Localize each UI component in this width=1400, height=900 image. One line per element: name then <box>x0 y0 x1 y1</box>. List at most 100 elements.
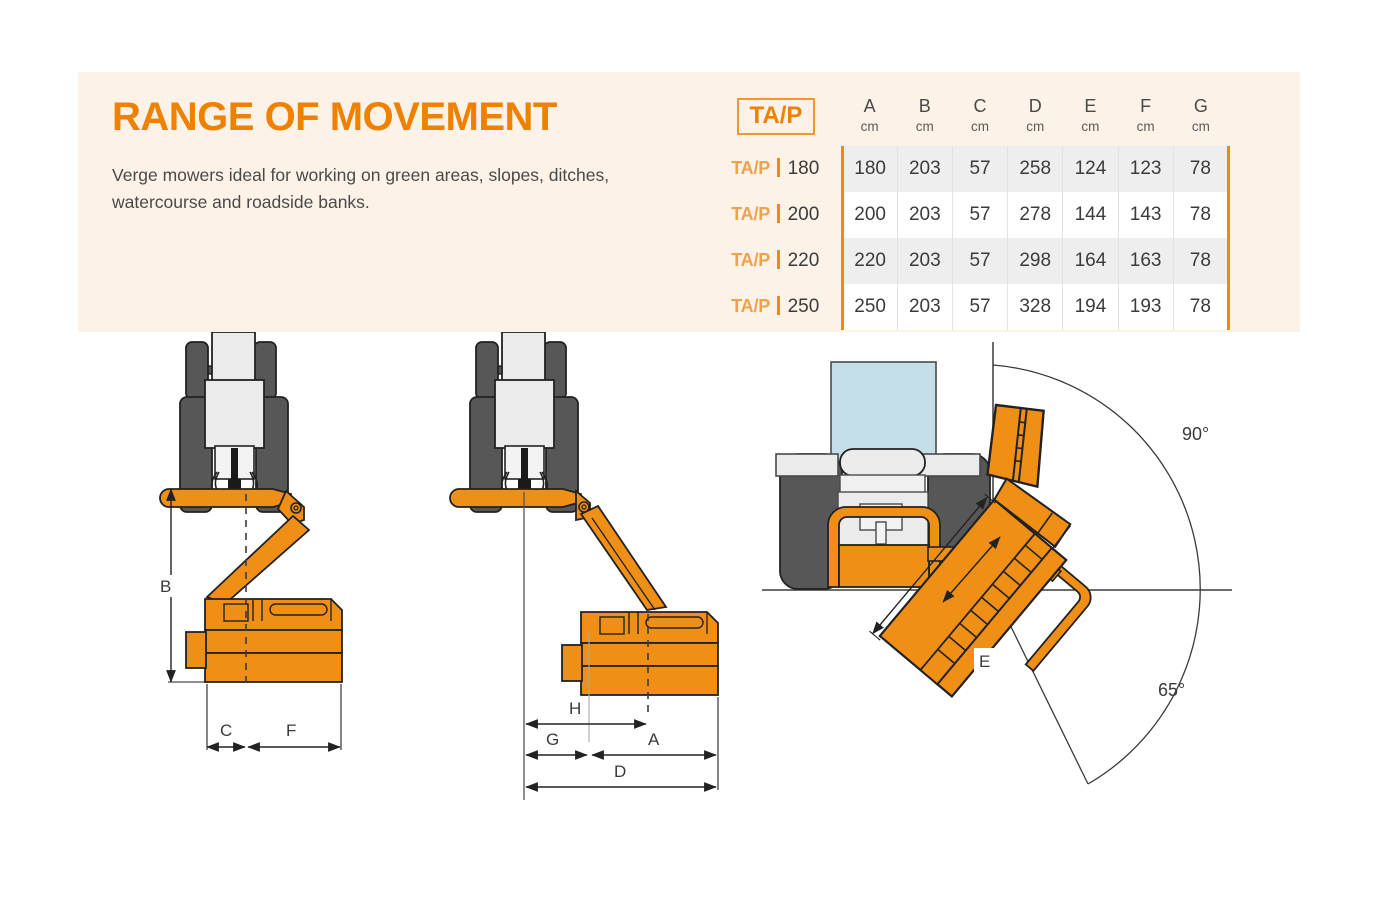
table-row: TA/P 180 180 203 57 258 124 123 78 <box>710 146 1231 192</box>
dimension-label-h: H <box>569 699 581 718</box>
page-title: RANGE OF MOVEMENT <box>112 95 557 139</box>
model-size: 180 <box>787 158 820 179</box>
dimension-label-g: G <box>546 730 559 749</box>
column-header-f: F cm <box>1118 86 1173 146</box>
cell-e: 144 <box>1062 192 1119 238</box>
cell-g: 78 <box>1172 192 1231 238</box>
specifications-table: TA/P A cm B cm C cm D <box>710 86 1231 330</box>
tractor-front-view <box>179 332 289 513</box>
column-letter: D <box>1028 96 1042 117</box>
cell-c: 57 <box>951 238 1008 284</box>
dimension-f: F <box>247 684 342 752</box>
cell-b: 203 <box>896 238 953 284</box>
model-size: 220 <box>787 250 820 271</box>
cell-e: 164 <box>1062 238 1119 284</box>
mower-deck <box>185 598 343 683</box>
column-unit: cm <box>1191 118 1210 134</box>
dimension-d: D <box>525 761 717 792</box>
cell-a: 220 <box>840 238 898 284</box>
column-unit: cm <box>915 118 934 134</box>
dimension-g: G <box>525 729 588 760</box>
cell-d: 278 <box>1007 192 1063 238</box>
column-letter: F <box>1140 96 1152 117</box>
column-letter: A <box>863 96 876 117</box>
row-model-label: TA/P 220 <box>710 238 842 284</box>
column-header-d: D cm <box>1008 86 1063 146</box>
dimension-label-a: A <box>648 730 660 749</box>
table-header-row: TA/P A cm B cm C cm D <box>710 86 1229 146</box>
page-subtitle: Verge mowers ideal for working on green … <box>112 165 610 213</box>
column-unit: cm <box>1136 118 1155 134</box>
cell-g: 78 <box>1172 146 1231 192</box>
column-letter: C <box>973 96 987 117</box>
cell-b: 203 <box>896 284 953 330</box>
model-badge-cell: TA/P <box>710 86 842 146</box>
title-block: RANGE OF MOVEMENT Verge mowers ideal for… <box>112 96 692 216</box>
cell-c: 57 <box>951 146 1008 192</box>
row-model-label: TA/P 250 <box>710 284 842 330</box>
cell-e: 124 <box>1062 146 1119 192</box>
model-separator <box>777 250 780 269</box>
dimension-label-f: F <box>286 721 296 740</box>
tractor-front-view-2 <box>469 332 579 513</box>
cell-b: 203 <box>896 146 953 192</box>
dimension-label-e: E <box>979 652 990 671</box>
angle-label-65: 65° <box>1158 680 1185 700</box>
angle-label-90: 90° <box>1182 424 1209 444</box>
dimension-label-c: C <box>220 721 232 740</box>
model-prefix: TA/P <box>731 204 771 224</box>
dimension-c: C <box>206 684 246 752</box>
cell-d: 258 <box>1007 146 1063 192</box>
cell-g: 78 <box>1172 284 1231 330</box>
header-panel: RANGE OF MOVEMENT Verge mowers ideal for… <box>78 72 1300 332</box>
column-letter: B <box>918 96 931 117</box>
flail-upright <box>986 403 1045 489</box>
model-prefix: TA/P <box>731 250 771 270</box>
dimension-h: H <box>525 698 647 729</box>
cell-f: 193 <box>1117 284 1174 330</box>
cell-b: 203 <box>896 192 953 238</box>
column-header-a: A cm <box>842 86 897 146</box>
cell-f: 123 <box>1117 146 1174 192</box>
model-prefix: TA/P <box>731 296 771 316</box>
diagram-area: B C F <box>0 332 1400 900</box>
mower-deck-2 <box>561 611 719 696</box>
mower-folded <box>159 488 343 683</box>
column-header-e: E cm <box>1063 86 1118 146</box>
column-unit: cm <box>860 118 879 134</box>
model-prefix: TA/P <box>731 158 771 178</box>
dimension-e: E <box>869 493 1001 672</box>
column-unit: cm <box>1081 118 1100 134</box>
column-header-b: B cm <box>897 86 952 146</box>
model-badge: TA/P <box>736 97 816 135</box>
cell-a: 250 <box>840 284 898 330</box>
cell-d: 298 <box>1007 238 1063 284</box>
column-header-c: C cm <box>952 86 1007 146</box>
model-size: 250 <box>787 296 820 317</box>
mower-extended <box>449 488 719 696</box>
model-separator <box>777 158 780 177</box>
column-letter: G <box>1193 96 1208 117</box>
range-arc <box>992 364 1201 785</box>
diagram-front-folded: B C F <box>155 332 343 752</box>
column-unit: cm <box>971 118 989 134</box>
table-row: TA/P 200 200 203 57 278 144 143 78 <box>710 192 1231 238</box>
cell-a: 180 <box>840 146 898 192</box>
column-letter: E <box>1084 96 1097 117</box>
model-size: 200 <box>787 204 820 225</box>
row-model-label: TA/P 200 <box>710 192 842 238</box>
column-unit: cm <box>1026 118 1045 134</box>
model-separator <box>777 204 780 223</box>
model-separator <box>777 296 780 315</box>
cell-f: 143 <box>1117 192 1174 238</box>
dimension-label-b: B <box>160 577 171 596</box>
spec-table-container: TA/P A cm B cm C cm D <box>710 86 1270 330</box>
diagram-rear-arc: E 90° 65° <box>762 342 1232 785</box>
diagram-front-extended: H G A D <box>449 332 719 800</box>
cell-c: 57 <box>951 192 1008 238</box>
cell-g: 78 <box>1172 238 1231 284</box>
dimension-b: B <box>155 488 205 683</box>
cell-a: 200 <box>840 192 898 238</box>
cell-f: 163 <box>1117 238 1174 284</box>
